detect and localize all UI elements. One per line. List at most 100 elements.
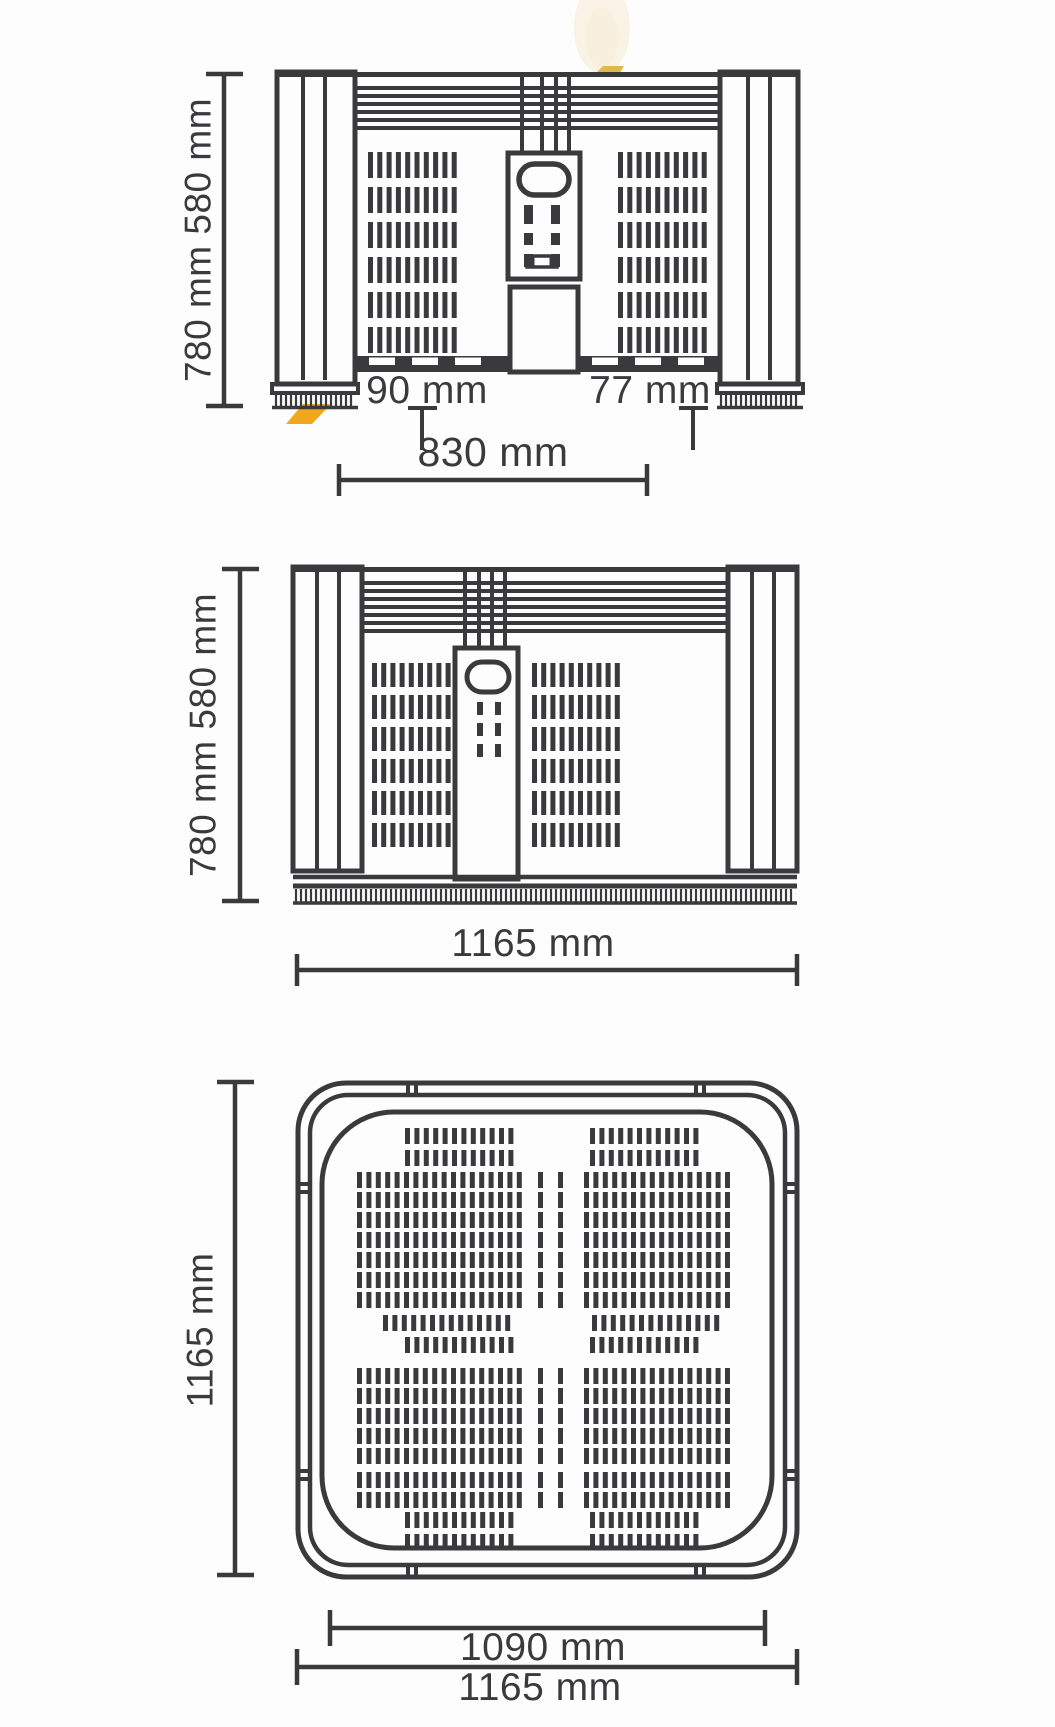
vent-slot <box>372 823 377 847</box>
lid-slot <box>516 1292 522 1308</box>
lid-slot <box>480 1337 486 1353</box>
lid-slot <box>618 1534 624 1550</box>
column-dot <box>495 744 501 757</box>
lid-slot <box>631 1252 636 1268</box>
lid-slot <box>357 1292 362 1308</box>
vent-slot <box>618 292 623 318</box>
lid-slot <box>601 1315 607 1331</box>
vent-slot <box>596 823 602 847</box>
lid-slot <box>375 1172 381 1188</box>
vent-slot <box>451 222 457 248</box>
vent-slot <box>433 152 439 178</box>
lid-panel <box>319 1109 775 1551</box>
vent-slot <box>423 257 429 283</box>
lid-slot <box>489 1128 495 1144</box>
lid-slot <box>357 1232 362 1248</box>
vent-slot <box>390 791 396 815</box>
lid-slot <box>687 1212 693 1228</box>
vent-slot <box>614 791 620 815</box>
lid-slot <box>684 1534 689 1550</box>
lid-slot <box>665 1128 671 1144</box>
lid-slot <box>394 1448 400 1464</box>
lid-slot <box>516 1272 522 1288</box>
lid-slot <box>602 1408 608 1424</box>
lid-slot <box>558 1408 563 1424</box>
lid-slot <box>696 1272 702 1288</box>
vent-slot <box>451 257 457 283</box>
lid-slot <box>470 1534 476 1550</box>
lid-slot <box>516 1212 522 1228</box>
vent-slot <box>418 727 423 751</box>
lid-slot <box>584 1232 589 1248</box>
lid-slot <box>696 1232 702 1248</box>
lid-slot <box>715 1192 721 1208</box>
vent-slot <box>636 187 642 213</box>
lid-slot <box>706 1212 712 1228</box>
vent-slot <box>418 791 423 815</box>
lid-slot <box>558 1368 563 1384</box>
vent-slot <box>405 222 411 248</box>
vent-slot <box>408 663 414 687</box>
lid-slot <box>674 1534 680 1550</box>
lid-slot <box>461 1512 467 1528</box>
vent-slot <box>436 759 442 783</box>
lid-slot <box>385 1428 391 1444</box>
lid-slot <box>593 1192 599 1208</box>
vent-slot <box>445 759 451 783</box>
lid-slot <box>695 1315 701 1331</box>
lid-slot <box>479 1212 485 1228</box>
vent-slot <box>596 727 602 751</box>
lid-slot <box>375 1232 381 1248</box>
lid-slot <box>678 1428 683 1444</box>
lid-slot <box>678 1252 683 1268</box>
vent-slot <box>664 152 670 178</box>
vent-slot <box>451 152 457 178</box>
lid-slot <box>404 1212 409 1228</box>
vent-slot <box>386 292 392 318</box>
lid-slot <box>725 1212 730 1228</box>
vent-slot <box>568 823 574 847</box>
vent-slot <box>381 695 387 719</box>
right-foot-label: 77 mm <box>589 369 711 412</box>
lid-slot <box>357 1448 362 1464</box>
lid-slot <box>706 1428 712 1444</box>
rail-notch <box>678 357 704 365</box>
lid-slot <box>385 1192 391 1208</box>
lid-slot <box>678 1292 683 1308</box>
lid-slot <box>507 1232 513 1248</box>
vent-slot <box>436 823 442 847</box>
lid-slot <box>441 1472 447 1488</box>
lid-slot <box>488 1492 494 1508</box>
lid-slot <box>467 1315 473 1331</box>
top-depth-dimension: 1165 mm <box>180 1079 254 1578</box>
vent-slot <box>587 823 593 847</box>
side-box <box>290 564 800 905</box>
lid-slot <box>608 1128 614 1144</box>
vent-slot <box>627 292 633 318</box>
lid-slot <box>678 1272 683 1288</box>
lid-slot <box>558 1472 563 1488</box>
lid-slot <box>394 1472 400 1488</box>
lid-slot <box>665 1150 671 1166</box>
vent-slot <box>692 222 698 248</box>
vent-slot <box>664 187 670 213</box>
lid-slot <box>665 1337 671 1353</box>
lid-slot <box>590 1128 595 1144</box>
lid-slot <box>706 1472 712 1488</box>
vent-slot <box>395 327 401 353</box>
lid-slot <box>394 1272 400 1288</box>
lid-slot <box>687 1292 693 1308</box>
side-width-label: 1165 mm <box>451 922 614 965</box>
lid-slot <box>612 1368 618 1384</box>
lid-slot <box>678 1388 683 1404</box>
lid-slot <box>612 1232 618 1248</box>
vent-slot <box>532 727 537 751</box>
vent-slot <box>627 222 633 248</box>
lid-slot <box>706 1272 712 1288</box>
lid-slot <box>488 1428 494 1444</box>
lid-slot <box>696 1172 702 1188</box>
lid-slot <box>687 1388 693 1404</box>
lid-slot <box>640 1472 646 1488</box>
vent-slot <box>673 152 679 178</box>
vent-slot <box>636 222 642 248</box>
